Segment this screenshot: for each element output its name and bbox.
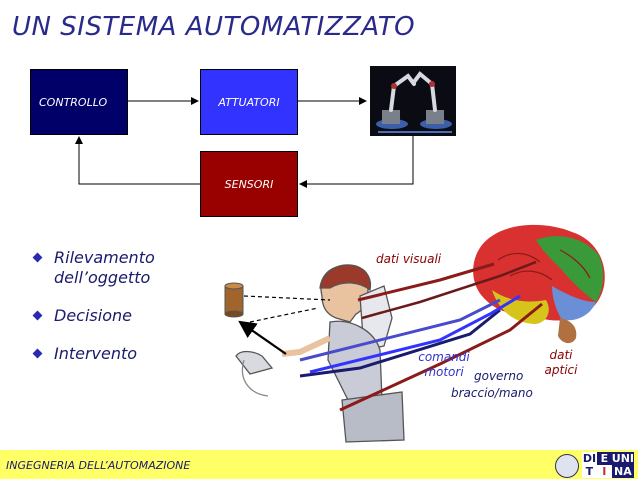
- university-seal-icon: [555, 454, 579, 478]
- path-blue-2: [309, 294, 521, 374]
- label-dati-aptici: dati aptici: [544, 348, 578, 377]
- label-comandi-motori: comandi motori: [418, 350, 470, 379]
- path-dati-aptici: [339, 302, 543, 412]
- dieti-unina-logo: DI E UNI T I NA: [582, 452, 634, 478]
- logo-letter: T: [582, 465, 597, 478]
- bullet-item: Rilevamento dell’oggetto: [32, 248, 194, 288]
- sensori-block: SENSORI: [200, 151, 298, 217]
- diamond-bullet-icon: [32, 310, 43, 321]
- sight-line-dashed: [243, 295, 331, 301]
- sight-line-dashed-2: [249, 307, 319, 323]
- arrow-robot-sensori: [299, 136, 414, 188]
- path-comandi-motori: [299, 298, 501, 362]
- path-dati-visuali-2: [361, 260, 537, 320]
- bullet-item: Intervento: [32, 344, 194, 364]
- label-braccio-mano: braccio/mano: [451, 386, 533, 400]
- robot-image: [370, 66, 456, 136]
- controllo-block: CONTROLLO: [30, 69, 128, 135]
- logo-letter: UNI: [611, 452, 634, 465]
- person-figure: [235, 264, 405, 443]
- diamond-bullet-icon: [32, 348, 43, 359]
- page-title: UN SISTEMA AUTOMATIZZATO: [12, 12, 416, 42]
- bullet-text: Intervento: [54, 344, 138, 363]
- attuatori-block: ATTUATORI: [200, 69, 298, 135]
- arrow-sensori-controllo: [75, 136, 200, 185]
- footer-text: INGEGNERIA DELL’AUTOMAZIONE: [6, 459, 191, 472]
- footer-bar: INGEGNERIA DELL’AUTOMAZIONE: [0, 450, 638, 479]
- path-dati-visuali: [357, 262, 495, 302]
- bullet-text: Rilevamento dell’oggetto: [54, 248, 155, 287]
- logo-letter: NA: [611, 465, 634, 478]
- path-governo: [299, 308, 501, 378]
- bullet-text: Decisione: [54, 306, 132, 325]
- label-governo: governo: [474, 369, 524, 383]
- bullet-list: Rilevamento dell’oggetto Decisione Inter…: [32, 248, 194, 382]
- bullet-item: Decisione: [32, 306, 194, 326]
- logo-letter: E: [596, 452, 612, 465]
- reach-arrow: [238, 320, 287, 355]
- cup-image: [224, 282, 244, 318]
- diamond-bullet-icon: [32, 252, 43, 263]
- brain-image: [473, 224, 605, 344]
- diagram-canvas: [75, 66, 605, 443]
- logo-letter: I: [596, 465, 612, 478]
- label-dati-visuali: dati visuali: [376, 252, 442, 266]
- logo-letter: DI: [582, 452, 597, 465]
